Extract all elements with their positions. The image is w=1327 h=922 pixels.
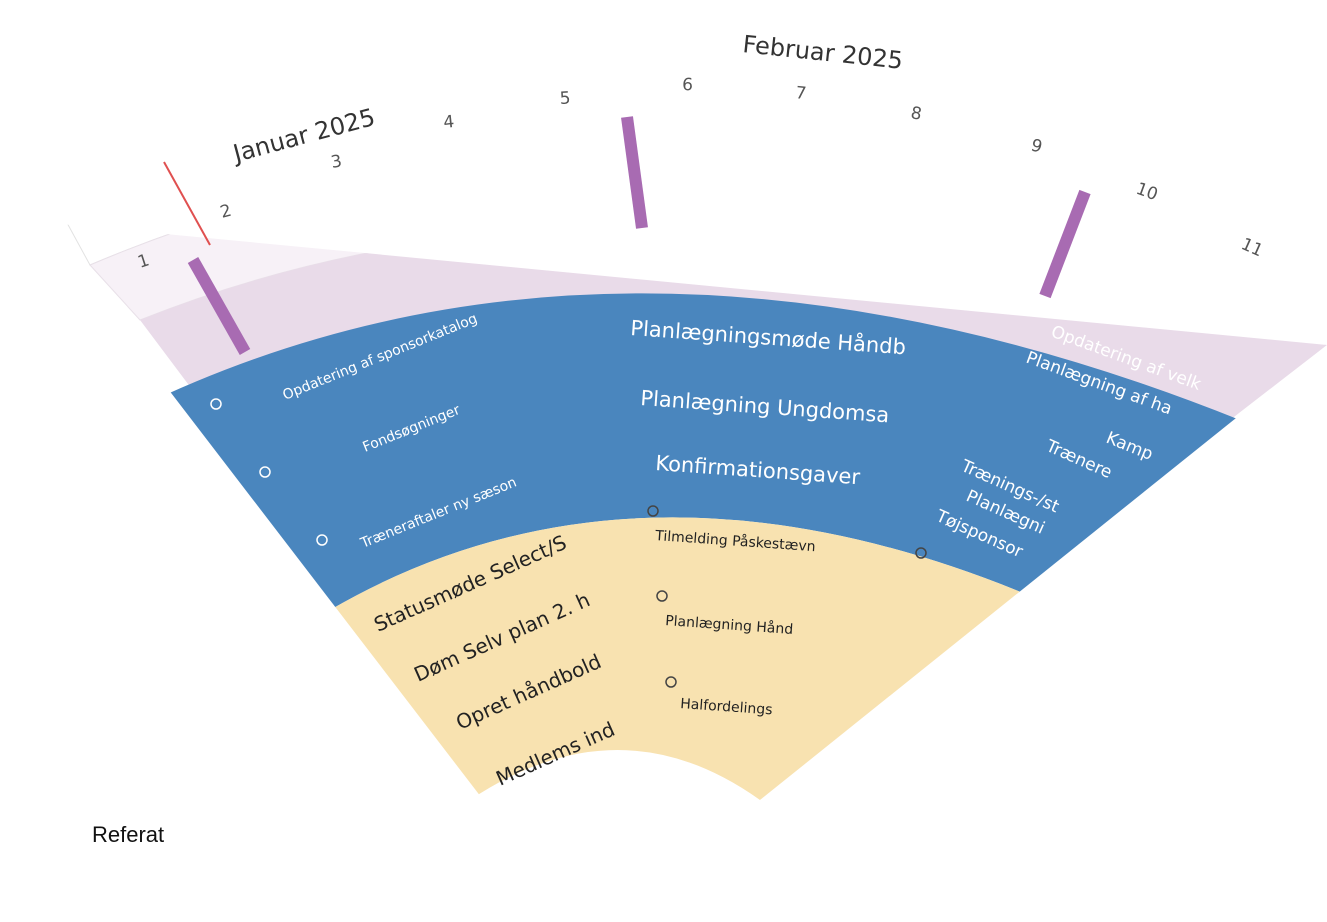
- yellow-activity-area: [330, 517, 1040, 800]
- month-label-februar: Februar 2025: [741, 30, 904, 75]
- week-number: 3: [329, 151, 343, 173]
- week-marker-line: [1039, 189, 1091, 299]
- month-label-januar: Januar 2025: [228, 103, 378, 168]
- week-marker-line: [187, 257, 251, 355]
- recurring-icon: [259, 466, 271, 478]
- week-number: 4: [442, 112, 455, 133]
- blue-activity-area: [165, 293, 1240, 610]
- week-number: 9: [1029, 136, 1045, 158]
- today-line: [163, 161, 211, 246]
- recurring-icons: [210, 398, 927, 688]
- recurring-icon: [656, 590, 668, 602]
- recurring-icon: [647, 505, 659, 517]
- week-number: 6: [682, 75, 694, 95]
- caption: Referat: [92, 822, 165, 847]
- week-number: 11: [1238, 234, 1266, 261]
- recurring-icon: [210, 398, 222, 410]
- yellow-activity-label: Halfordelings: [680, 696, 773, 718]
- recurring-icon: [915, 547, 927, 559]
- week-number: 7: [794, 83, 807, 104]
- week-number: 5: [559, 88, 571, 109]
- recurring-icon: [665, 676, 677, 688]
- week-number: 10: [1133, 179, 1160, 205]
- month-ring: [59, 222, 1327, 266]
- week-number: 8: [909, 103, 923, 125]
- recurring-icon: [316, 534, 328, 546]
- week-number: 2: [218, 201, 234, 223]
- week-marker-line: [621, 116, 648, 229]
